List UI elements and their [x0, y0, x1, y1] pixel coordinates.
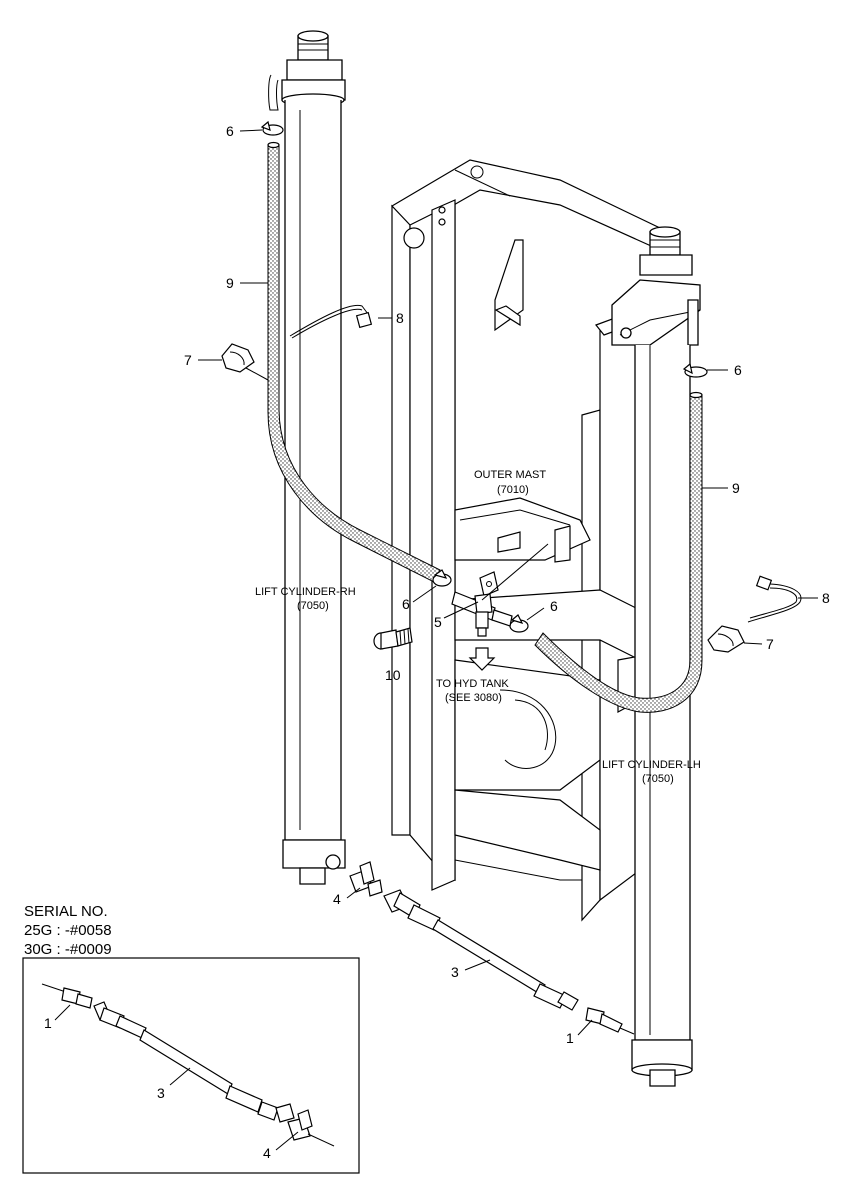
fitting-4-main: [349, 861, 383, 897]
callout-3-main: 3: [451, 964, 459, 980]
bracket-right: [707, 625, 745, 653]
callout-7-left: 7: [184, 352, 192, 368]
callout-6-right-top: 6: [734, 362, 742, 378]
callout-9-left: 9: [226, 275, 234, 291]
callout-8-right: 8: [822, 590, 830, 606]
cable-tie-right: [747, 575, 802, 623]
callout-10: 10: [385, 667, 401, 683]
serial-title: SERIAL NO.: [24, 903, 108, 920]
callout-5-center: 5: [434, 614, 442, 630]
serial-number-note: SERIAL NO. 25G : -#0058 30G : -#0009: [24, 902, 112, 959]
lift-cylinder-rh-label: LIFT CYLINDER-RH: [255, 586, 356, 598]
callout-6-center-left: 6: [402, 596, 410, 612]
callout-4-inset: 4: [263, 1145, 271, 1161]
lift-cylinder-lh: [611, 226, 701, 1087]
callout-6-center-right: 6: [550, 598, 558, 614]
hyd-tank-arrow: [468, 647, 496, 671]
callout-9-right: 9: [732, 480, 740, 496]
callout-1-main: 1: [566, 1030, 574, 1046]
callout-8-left: 8: [396, 310, 404, 326]
fitting-1-main: [585, 1007, 635, 1035]
leader-lines: [54, 129, 818, 1151]
clamp-right-top: [682, 362, 708, 378]
outer-mast-label: OUTER MAST: [474, 469, 546, 481]
callout-7-right: 7: [766, 636, 774, 652]
hose-assembly-3-main: [383, 889, 579, 1011]
callout-1-inset: 1: [44, 1015, 52, 1031]
callout-4-main: 4: [333, 891, 341, 907]
outer-mast-code: (7010): [497, 484, 529, 496]
clamp-top-left: [260, 120, 284, 136]
callout-3-inset: 3: [157, 1085, 165, 1101]
lift-cylinder-lh-code: (7050): [642, 773, 674, 785]
tee-fitting: [451, 543, 549, 637]
hyd-tank-ref: (SEE 3080): [445, 692, 502, 704]
serial-line-30g: 30G : -#0009: [24, 941, 112, 958]
outer-mast-frame: [391, 159, 678, 922]
lift-cylinder-rh: [268, 30, 346, 885]
hose-right: [534, 391, 703, 713]
inset-box: [22, 957, 360, 1174]
callout-6-top-left: 6: [226, 123, 234, 139]
lift-cylinder-rh-code: (7050): [297, 600, 329, 612]
serial-line-25g: 25G : -#0058: [24, 922, 112, 939]
clamp-center-left: [432, 569, 452, 587]
cable-tie-left: [289, 304, 373, 339]
lift-cylinder-lh-label: LIFT CYLINDER-LH: [602, 759, 701, 771]
hyd-tank-label: TO HYD TANK: [436, 678, 509, 690]
plug-fitting: [373, 627, 413, 650]
bracket-left: [221, 343, 255, 373]
